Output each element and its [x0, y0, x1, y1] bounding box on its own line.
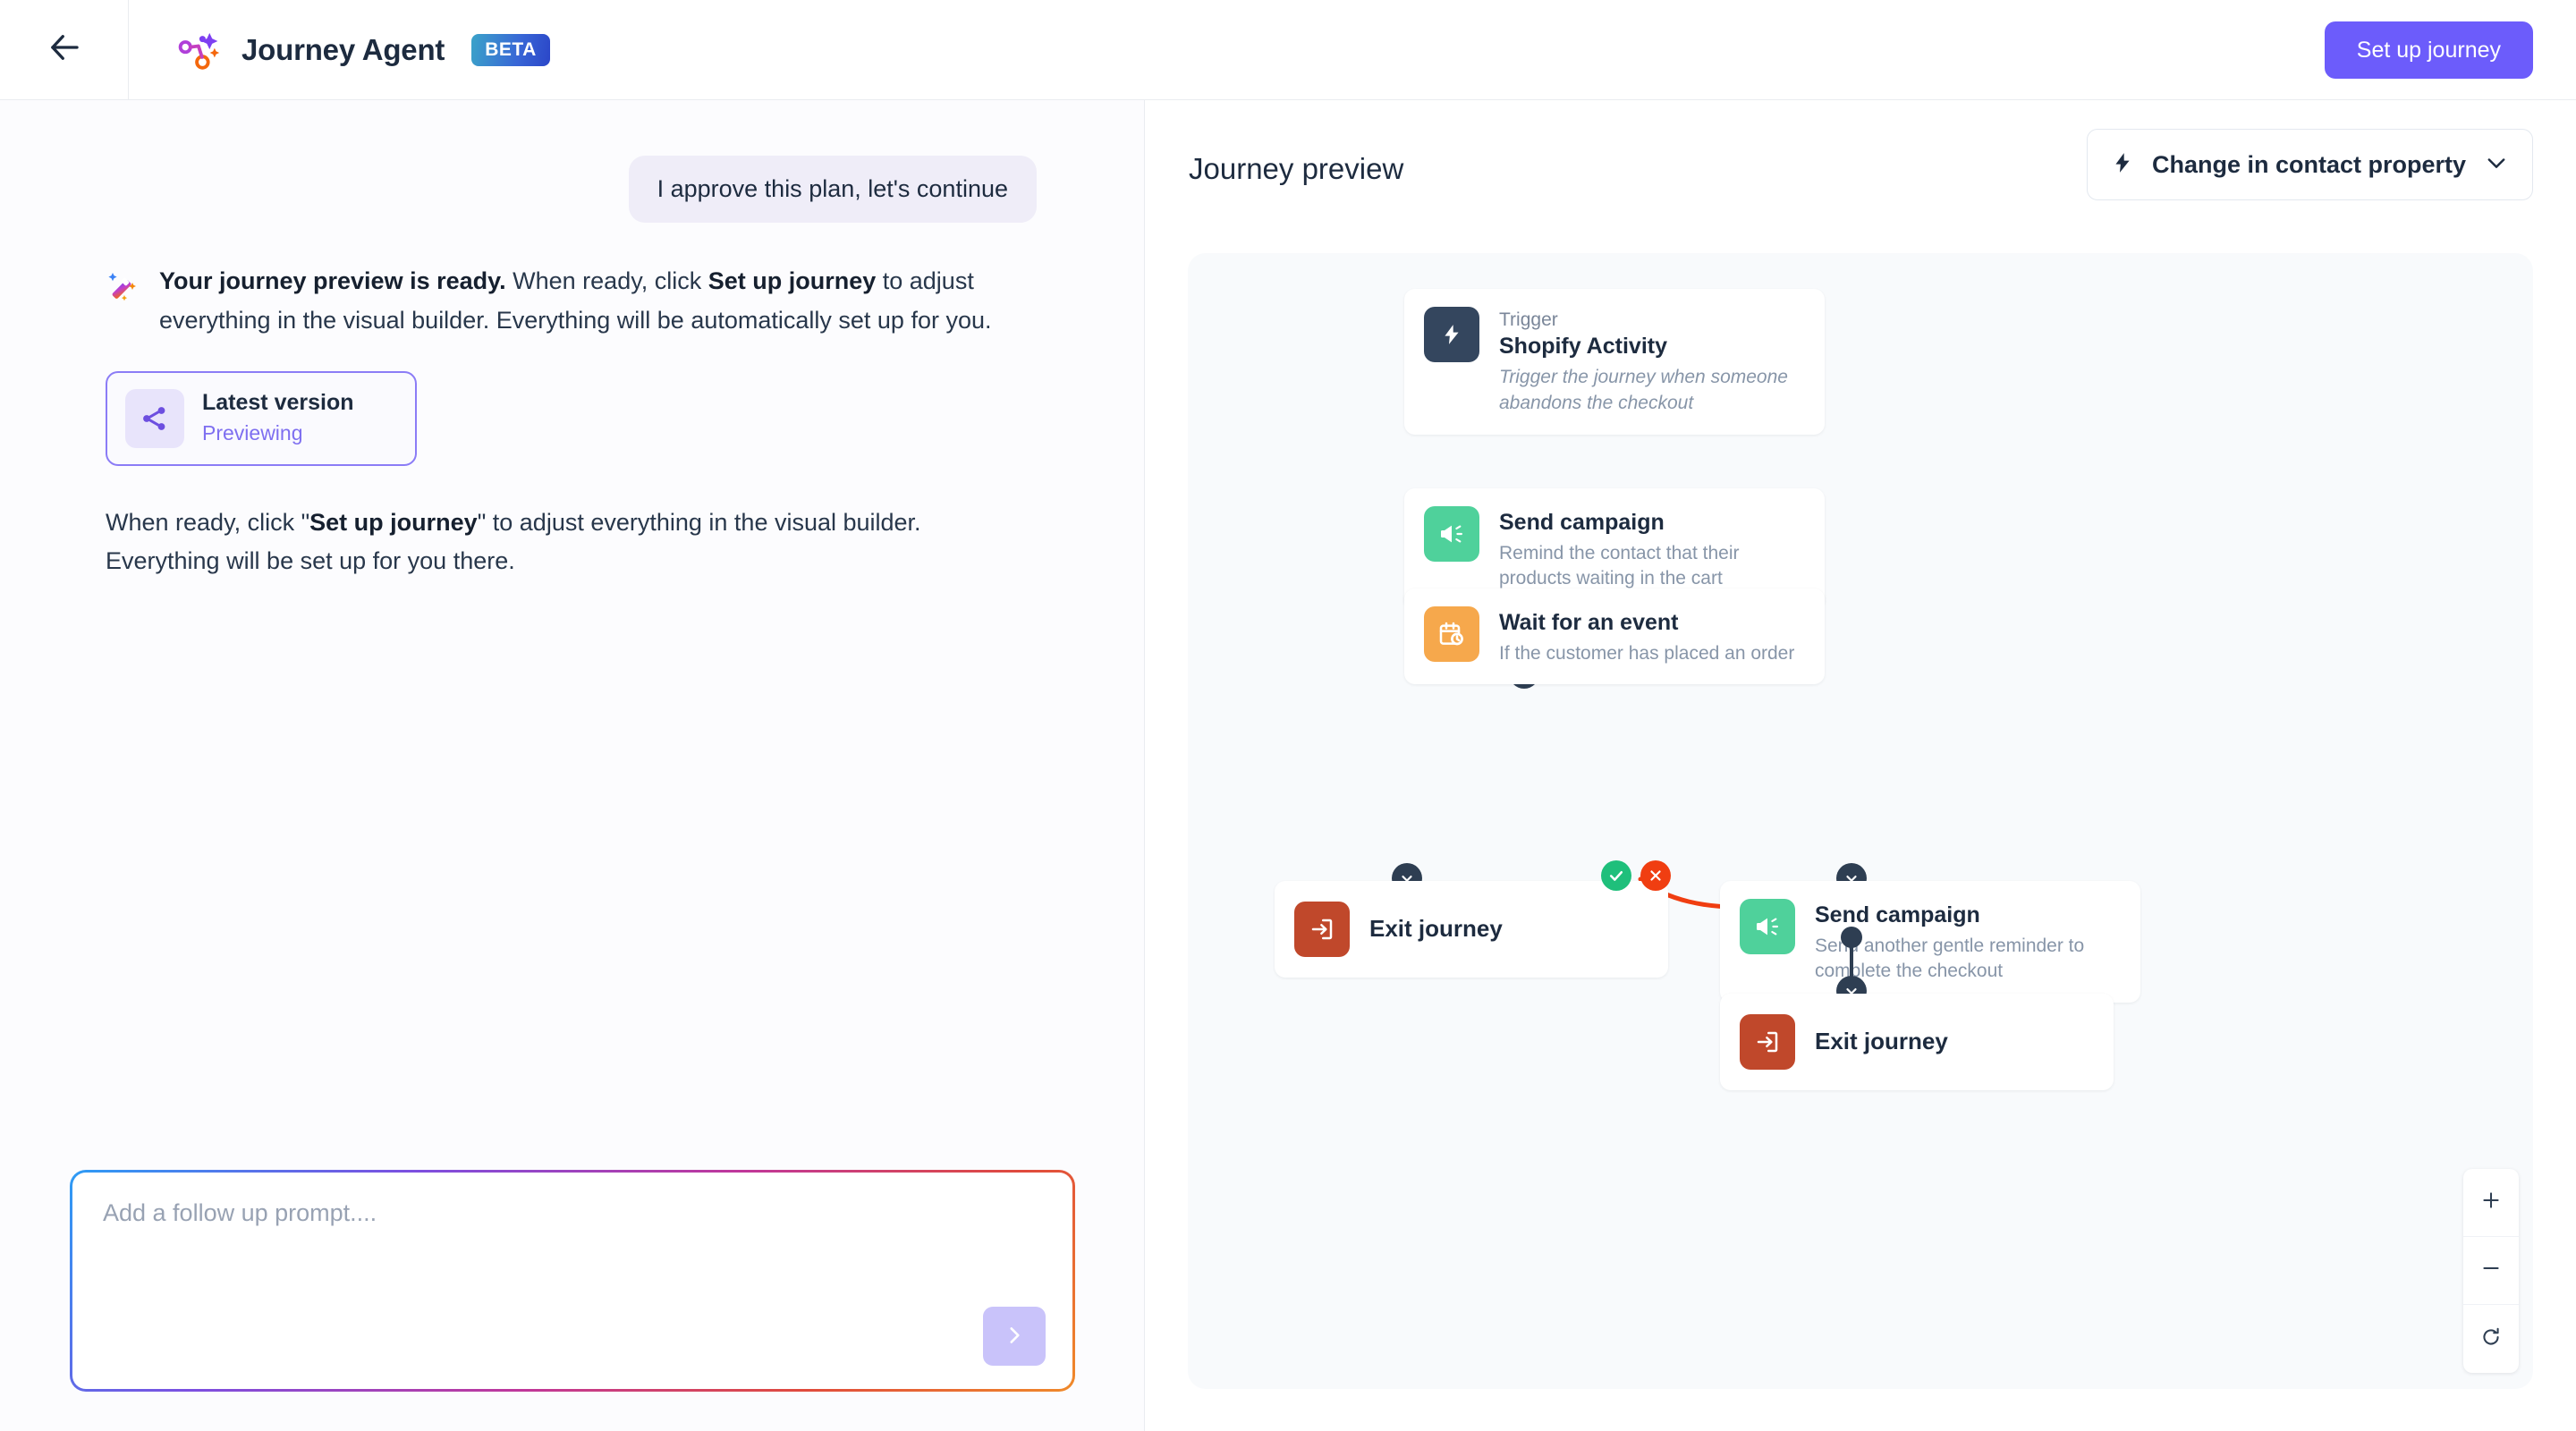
preview-header: Journey preview Change in contact proper…	[1146, 100, 2576, 252]
back-button[interactable]	[0, 0, 129, 99]
version-card-text: Latest version Previewing	[202, 389, 354, 446]
node-exit-journey-right[interactable]: Exit journey	[1720, 994, 2114, 1090]
setup-journey-button[interactable]: Set up journey	[2324, 21, 2533, 79]
journey-preview-panel: Journey preview Change in contact proper…	[1146, 100, 2576, 1431]
assistant-closing-message: When ready, click "Set up journey" to ad…	[106, 504, 987, 581]
assistant-message-row: Your journey preview is ready. When read…	[0, 223, 1144, 340]
journey-agent-logo-icon	[175, 26, 224, 74]
node-trigger-body: Trigger Shopify Activity Trigger the jou…	[1499, 307, 1805, 417]
page-title: Journey Agent	[242, 32, 445, 66]
journey-edges	[1406, 874, 1854, 910]
exit-arrow-icon	[1740, 1014, 1795, 1070]
node-send-campaign-1-title: Send campaign	[1499, 510, 1665, 535]
node-trigger-kicker: Trigger	[1499, 309, 1558, 330]
reset-icon	[2479, 1325, 2503, 1353]
prompt-input-inner	[72, 1173, 1072, 1389]
node-trigger[interactable]: Trigger Shopify Activity Trigger the jou…	[1404, 289, 1825, 435]
exit-arrow-icon	[1294, 902, 1350, 957]
chat-panel: I approve this plan, let's continue Your…	[0, 100, 1145, 1431]
assistant-message-part1: When ready, click	[505, 267, 708, 295]
node-send-campaign-1-desc: Remind the contact that their products w…	[1499, 542, 1740, 589]
node-wait-for-event-body: Wait for an event If the customer has pl…	[1499, 606, 1794, 666]
reset-view-button[interactable]	[2463, 1305, 2519, 1373]
calendar-clock-icon	[1424, 606, 1479, 662]
assistant-message-part2: to adjust everything in the visual build…	[159, 267, 992, 334]
prompt-input-wrapper	[70, 1170, 1075, 1392]
assistant-message-lead: Your journey preview is ready.	[159, 267, 506, 295]
node-wait-for-event-desc: If the customer has placed an order	[1499, 642, 1795, 664]
user-message-row: I approve this plan, let's continue	[0, 100, 1144, 224]
node-trigger-desc: Trigger the journey when someone abandon…	[1499, 366, 1788, 413]
chevron-down-icon	[2484, 150, 2509, 180]
plus-icon	[2479, 1189, 2503, 1216]
lightning-bolt-icon	[1424, 307, 1479, 362]
branch-no-x-circle-icon[interactable]	[1640, 860, 1671, 891]
follow-up-prompt-input[interactable]	[72, 1173, 1072, 1389]
assistant-message: Your journey preview is ready. When read…	[159, 262, 1040, 340]
node-send-campaign-1-body: Send campaign Remind the contact that th…	[1499, 506, 1805, 592]
send-prompt-button[interactable]	[983, 1307, 1046, 1366]
node-wait-for-event[interactable]: Wait for an event If the customer has pl…	[1404, 588, 1825, 685]
node-send-campaign-2[interactable]: Send campaign Send another gentle remind…	[1720, 881, 2140, 1003]
closing-bold: Set up journey	[309, 508, 478, 536]
beta-badge: BETA	[471, 33, 550, 66]
chevron-right-icon	[1003, 1324, 1026, 1350]
node-send-campaign-2-body: Send campaign Send another gentle remind…	[1815, 899, 2121, 985]
journey-canvas[interactable]: Trigger Shopify Activity Trigger the jou…	[1188, 253, 2533, 1389]
zoom-out-button[interactable]	[2463, 1237, 2519, 1305]
node-wait-for-event-title: Wait for an event	[1499, 610, 1679, 635]
share-nodes-icon	[125, 388, 184, 448]
arrow-left-icon	[46, 29, 83, 71]
zoom-controls	[2463, 1169, 2519, 1373]
closing-post: " to adjust everything in the visual bui…	[106, 508, 921, 575]
node-exit-journey-right-title: Exit journey	[1815, 1028, 1948, 1055]
magic-wand-icon	[106, 269, 141, 305]
trigger-select-label: Change in contact property	[2151, 150, 2466, 178]
brand: Journey Agent BETA	[175, 26, 550, 74]
node-send-campaign-2-desc: Send another gentle reminder to complete…	[1815, 935, 2085, 982]
node-exit-journey-left[interactable]: Exit journey	[1275, 881, 1668, 978]
minus-icon	[2479, 1257, 2503, 1284]
megaphone-icon	[1740, 899, 1795, 954]
assistant-message-emphasis: Set up journey	[708, 267, 877, 295]
megaphone-icon	[1424, 506, 1479, 562]
latest-version-card[interactable]: Latest version Previewing	[106, 370, 417, 466]
user-message: I approve this plan, let's continue	[628, 156, 1037, 224]
version-name: Latest version	[202, 390, 354, 416]
node-send-campaign-2-title: Send campaign	[1815, 902, 1980, 927]
trigger-type-select[interactable]: Change in contact property	[2086, 129, 2533, 200]
node-exit-journey-left-title: Exit journey	[1369, 915, 1503, 943]
closing-pre: When ready, click "	[106, 508, 310, 536]
zoom-in-button[interactable]	[2463, 1169, 2519, 1237]
preview-title: Journey preview	[1189, 152, 1404, 185]
lightning-bolt-icon	[2111, 149, 2134, 181]
version-status: Previewing	[202, 420, 303, 445]
top-bar: Journey Agent BETA Set up journey	[0, 0, 2576, 100]
node-trigger-title: Shopify Activity	[1499, 334, 1667, 360]
branch-yes-check-circle-icon[interactable]	[1601, 860, 1631, 891]
